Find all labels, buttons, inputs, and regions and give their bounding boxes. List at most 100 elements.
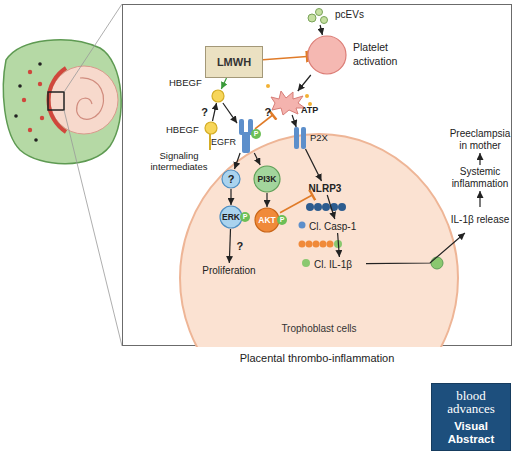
amniotic-sac	[50, 66, 118, 134]
inflammasome-unit	[322, 203, 330, 211]
outcome-label: Preeclampsia in mother	[450, 127, 510, 153]
arrow-connector	[366, 233, 465, 264]
dark-cell	[14, 114, 18, 118]
pro-il1b-chain	[299, 240, 343, 248]
dark-cell	[34, 138, 38, 142]
outcome-text: Proliferation	[197, 263, 261, 277]
dark-cell	[18, 84, 22, 88]
arrow-connector	[223, 103, 237, 123]
ligand-circle: HBEGF	[204, 121, 218, 135]
zoom-line	[64, 4, 122, 92]
outcome-text: IL-1β release	[450, 207, 510, 233]
outcome-label: IL-1β release	[450, 207, 510, 233]
outcome-label: Systemic inflammation	[450, 165, 510, 191]
drug-label: LMWH	[206, 47, 262, 77]
ion-channel-outline	[293, 127, 307, 149]
ion-channel: P2X	[293, 127, 307, 149]
arrow-connector	[230, 189, 231, 205]
arrow-connector	[266, 193, 267, 207]
cytokine-label: Cl. IL-1β	[314, 257, 366, 271]
inflammasome-unit	[330, 203, 338, 211]
sensor-text: NLRP3	[305, 181, 345, 195]
il1b-dot	[302, 259, 310, 267]
kinase-label: PI3K	[253, 165, 281, 193]
outcome-text: Systemic inflammation	[450, 165, 510, 191]
trophoblast-cell: Trophoblast cells?PI3KERKPAKTPNLRP3Cl. C…	[179, 133, 459, 347]
arrow-connector	[327, 195, 335, 219]
unknown-mark: ?	[221, 169, 241, 189]
edge-label: ?	[265, 106, 272, 118]
trophoblast-cell-outline	[179, 133, 459, 347]
red-cell	[40, 116, 44, 120]
red-cell	[38, 82, 42, 86]
pro-il1b-unit	[334, 240, 342, 248]
atp-dots	[266, 84, 312, 106]
receptor: EGFRP	[237, 119, 255, 153]
zoom-panel: Placental thrombo-inflammationpcEVsLMWHP…	[122, 4, 512, 346]
caspase-dot	[299, 222, 306, 229]
pro-il1b-unit	[313, 241, 320, 248]
inflammasome	[306, 203, 346, 211]
red-cell	[28, 128, 32, 132]
edge-label: ?	[201, 106, 208, 118]
red-cell	[22, 98, 26, 102]
inflammasome-unit	[306, 203, 314, 211]
ligand-circle-outline	[204, 121, 218, 135]
inflammasome-unit	[314, 203, 322, 211]
arrow-connector	[254, 153, 260, 165]
platelet-circle: Platelet activation	[307, 35, 347, 75]
ligand-label: HBEGF	[166, 124, 199, 135]
inhibition-line	[263, 57, 307, 60]
logo-subtitle: Visual Abstract	[432, 420, 510, 446]
inhibition-line	[280, 195, 312, 213]
arrow-connector	[229, 229, 230, 263]
platelet-label: Platelet activation	[353, 40, 411, 68]
ligand-label: HBEGF	[169, 77, 202, 88]
placenta	[48, 68, 66, 132]
activated-platelet: ATP	[271, 91, 305, 115]
fetus	[77, 78, 104, 119]
atp-dot	[308, 102, 312, 106]
red-cell	[28, 70, 32, 74]
pro-il1b-unit	[327, 241, 334, 248]
receptor-label: EGFR	[211, 137, 236, 147]
logo-title: blood advances	[432, 389, 510, 415]
dark-cell	[38, 62, 42, 66]
inflammasome-unit	[338, 203, 346, 211]
arrow-connector	[235, 153, 241, 169]
arrow-connector	[298, 75, 311, 91]
zoom-line	[64, 110, 122, 346]
vesicle-cluster-outline	[307, 7, 329, 25]
enzyme-text: Cl. Casp-1	[309, 219, 365, 233]
activated-platelet-outline	[271, 91, 305, 115]
ligand-circle-outline	[211, 89, 225, 103]
vesicle-label: pcEVs	[335, 9, 364, 20]
platelet-circle-outline	[307, 35, 347, 75]
arrow-connector	[479, 153, 480, 165]
panel-caption: Placental thrombo-inflammation	[123, 352, 511, 364]
edge-label: ?	[237, 240, 244, 252]
journal-logo: blood advancesVisual Abstract	[431, 383, 511, 451]
atp-dot	[305, 94, 309, 98]
arrow-connector	[292, 115, 296, 127]
annotation: Signaling intermediates	[146, 150, 212, 172]
arrow-connector	[306, 149, 322, 181]
outcome-label: Proliferation	[197, 263, 261, 277]
atp-dot	[266, 84, 270, 88]
cell-label: Trophoblast cells	[259, 323, 379, 334]
zoom-box	[48, 92, 64, 110]
arrow-connector	[320, 25, 322, 35]
blood-cells	[14, 62, 44, 142]
outcome-text: Preeclampsia in mother	[450, 127, 510, 153]
phospho-mark: P	[277, 215, 287, 225]
enzyme-label: Cl. Casp-1	[309, 219, 365, 233]
phospho-mark: P	[240, 212, 250, 222]
signal-circle: ?	[221, 169, 241, 189]
channel-label: P2X	[310, 132, 328, 143]
kinase-circle: PI3K	[253, 165, 281, 193]
arrow-connector	[479, 191, 480, 207]
cytokine-text: Cl. IL-1β	[314, 257, 366, 271]
pro-il1b-unit	[306, 241, 313, 248]
